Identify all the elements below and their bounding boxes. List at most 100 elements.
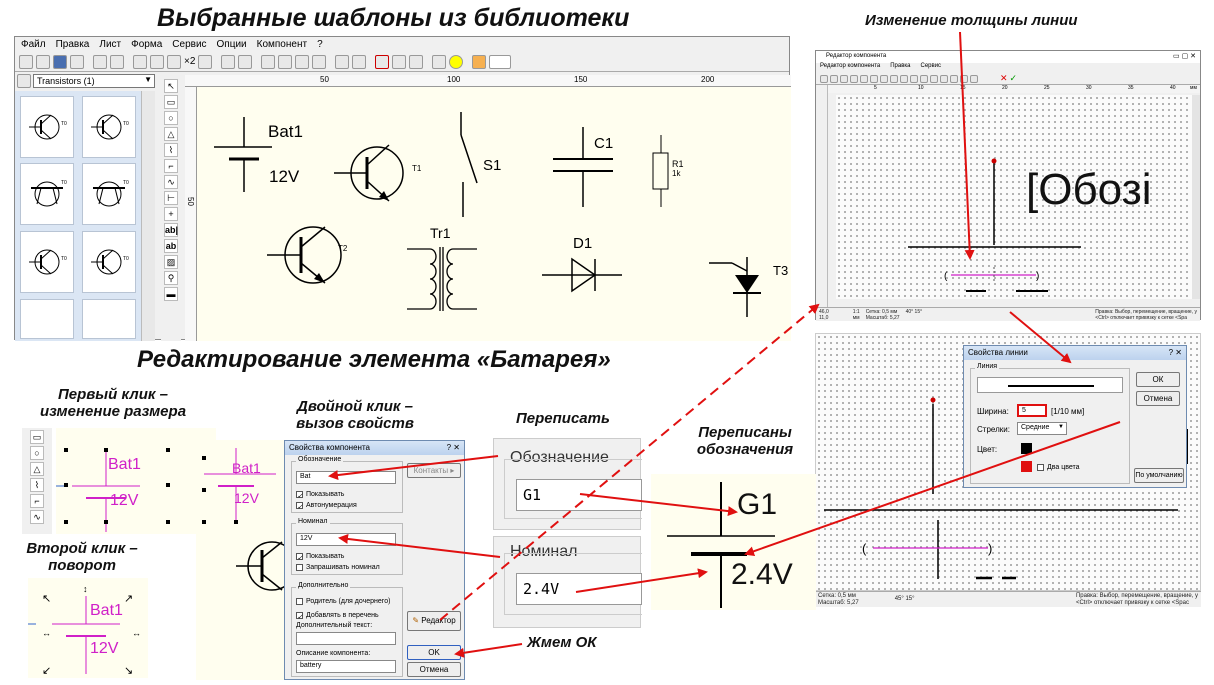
unlock-icon[interactable] xyxy=(352,54,367,69)
cancel-x-icon[interactable]: ✕ xyxy=(1000,73,1008,83)
redo-icon[interactable] xyxy=(110,54,124,69)
parent-checkbox[interactable]: Родитель (для дочернего) xyxy=(296,596,390,606)
two-colors-checkbox[interactable]: Два цвета xyxy=(1037,462,1080,472)
palette-icon[interactable] xyxy=(472,54,487,69)
menu-options[interactable]: Опции xyxy=(216,39,247,50)
curve-icon[interactable]: ∿ xyxy=(30,510,44,524)
menu-form[interactable]: Форма xyxy=(131,39,163,50)
delete-icon[interactable] xyxy=(198,54,213,69)
save-icon[interactable] xyxy=(53,54,67,69)
editor-grid-canvas[interactable]: ( ) [Обозі xyxy=(836,95,1192,299)
mirror-h-icon[interactable] xyxy=(278,54,293,69)
palette-item[interactable]: T0 xyxy=(20,163,74,225)
new-file-icon[interactable] xyxy=(19,54,33,69)
add-to-list-checkbox[interactable]: ✓Добавлять в перечень xyxy=(296,611,379,621)
line-default-button[interactable]: По умолчанию xyxy=(1134,468,1184,483)
editor-tool-icon[interactable] xyxy=(830,74,838,83)
rotate-canvas[interactable]: ↖↗ ↙↘ ↕↔↔ Bat1 12V xyxy=(28,578,148,678)
editor-tool-icon[interactable] xyxy=(970,74,978,83)
menu-edit[interactable]: Правка xyxy=(55,39,90,50)
polygon-icon[interactable]: △ xyxy=(164,127,178,141)
library-menu-icon[interactable] xyxy=(17,74,31,88)
palette-scrollbar[interactable] xyxy=(141,91,155,341)
line-ok-button[interactable]: ОК xyxy=(1136,372,1180,387)
editor-tool-icon[interactable] xyxy=(860,74,868,83)
window-controls[interactable]: ▭ ▢ ✕ xyxy=(1173,53,1196,60)
pin-icon[interactable]: + xyxy=(164,207,178,221)
editor-tool-icon[interactable] xyxy=(940,74,948,83)
duplicate-x2-button[interactable]: ×2 xyxy=(184,56,196,67)
zoom-designation-input[interactable]: G1 xyxy=(516,479,642,511)
ruler-tool-icon[interactable]: ▬ xyxy=(164,287,178,301)
flip-icon[interactable] xyxy=(312,54,327,69)
editor-tool-icon[interactable] xyxy=(890,74,898,83)
palette-item[interactable]: T0 xyxy=(82,163,136,225)
editor-vscroll[interactable] xyxy=(1192,95,1200,299)
binoculars-icon[interactable] xyxy=(409,54,424,69)
mirror-v-icon[interactable] xyxy=(295,54,310,69)
menu-file[interactable]: Файл xyxy=(21,39,46,50)
dimension-icon[interactable]: ⊢ xyxy=(164,191,178,205)
editor-tool-icon[interactable] xyxy=(840,74,848,83)
zoom-nominal-input[interactable]: 2.4V xyxy=(516,573,642,605)
nominal-input[interactable]: 12V xyxy=(296,533,396,546)
image-icon[interactable]: ▨ xyxy=(164,255,178,269)
editor-tool-icon[interactable] xyxy=(930,74,938,83)
magnifier-icon[interactable]: ⚲ xyxy=(164,271,178,285)
ellipse-icon[interactable]: ○ xyxy=(164,111,178,125)
polygon-icon[interactable]: △ xyxy=(30,462,44,476)
width-spinner[interactable]: 5 xyxy=(1017,404,1047,417)
menu-help[interactable]: ? xyxy=(317,39,323,50)
polyline-icon[interactable]: ⌐ xyxy=(164,159,178,173)
open-folder-icon[interactable] xyxy=(36,54,50,69)
blank-field[interactable] xyxy=(489,54,512,69)
editor-tool-icon[interactable] xyxy=(900,74,908,83)
palette-item[interactable] xyxy=(20,299,74,339)
bezier-icon[interactable]: ⌇ xyxy=(30,478,44,492)
editor-tool-icon[interactable] xyxy=(910,74,918,83)
apply-check-icon[interactable]: ✓ xyxy=(1009,73,1018,83)
color-swatch-secondary[interactable] xyxy=(1021,461,1032,472)
rectangle-icon[interactable]: ▭ xyxy=(30,430,44,444)
component-cancel-button[interactable]: Отмена xyxy=(407,662,461,677)
editor-tool-icon[interactable] xyxy=(950,74,958,83)
description-input[interactable]: battery xyxy=(296,660,396,673)
page-icon[interactable] xyxy=(432,54,447,69)
text-field-icon[interactable]: ab| xyxy=(164,223,179,237)
show-designation-checkbox[interactable]: ✓Показывать xyxy=(296,490,345,500)
netlist-icon[interactable] xyxy=(375,54,390,69)
line-style-preview[interactable] xyxy=(977,377,1123,393)
editor-tool-icon[interactable] xyxy=(880,74,888,83)
rotate-icon[interactable] xyxy=(261,54,276,69)
undo-icon[interactable] xyxy=(93,54,107,69)
palette-item[interactable]: T0 xyxy=(20,96,74,158)
contacts-button[interactable]: Контакты ▸ xyxy=(407,463,461,478)
ask-nominal-checkbox[interactable]: Запрашивать номинал xyxy=(296,562,380,572)
rectangle-icon[interactable]: ▭ xyxy=(164,95,178,109)
palette-item[interactable] xyxy=(82,299,136,339)
ellipse-icon[interactable]: ○ xyxy=(30,446,44,460)
editor-tool-icon[interactable] xyxy=(920,74,928,83)
editor-button[interactable]: ✎ Редактор xyxy=(407,611,461,631)
palette-item[interactable]: T0 xyxy=(20,231,74,293)
menu-service[interactable]: Сервис xyxy=(172,39,207,50)
editor-menu-item[interactable]: Сервис xyxy=(920,63,942,69)
color-swatch-primary[interactable] xyxy=(1021,443,1032,454)
paste-icon[interactable] xyxy=(167,54,181,69)
cut-icon[interactable] xyxy=(133,54,147,69)
extra-text-input[interactable] xyxy=(296,632,396,645)
editor-tool-icon[interactable] xyxy=(820,74,828,83)
component-dialog-controls[interactable]: ? ✕ xyxy=(446,443,460,452)
show-nominal-checkbox[interactable]: ✓Показывать xyxy=(296,552,345,562)
component-ok-button[interactable]: OK xyxy=(407,645,461,660)
resize-canvas[interactable]: Bat1 12V xyxy=(56,428,216,534)
ungroup-icon[interactable] xyxy=(238,54,253,69)
select-arrow-icon[interactable]: ↖ xyxy=(164,79,178,93)
curve-icon[interactable]: ∿ xyxy=(164,175,178,189)
bezier-icon[interactable]: ⌇ xyxy=(164,143,178,157)
polyline-icon[interactable]: ⌐ xyxy=(30,494,44,508)
group-icon[interactable] xyxy=(221,54,236,69)
text-icon[interactable]: ab xyxy=(164,239,178,253)
editor-tool-icon[interactable] xyxy=(870,74,878,83)
editor-tool-icon[interactable] xyxy=(850,74,858,83)
